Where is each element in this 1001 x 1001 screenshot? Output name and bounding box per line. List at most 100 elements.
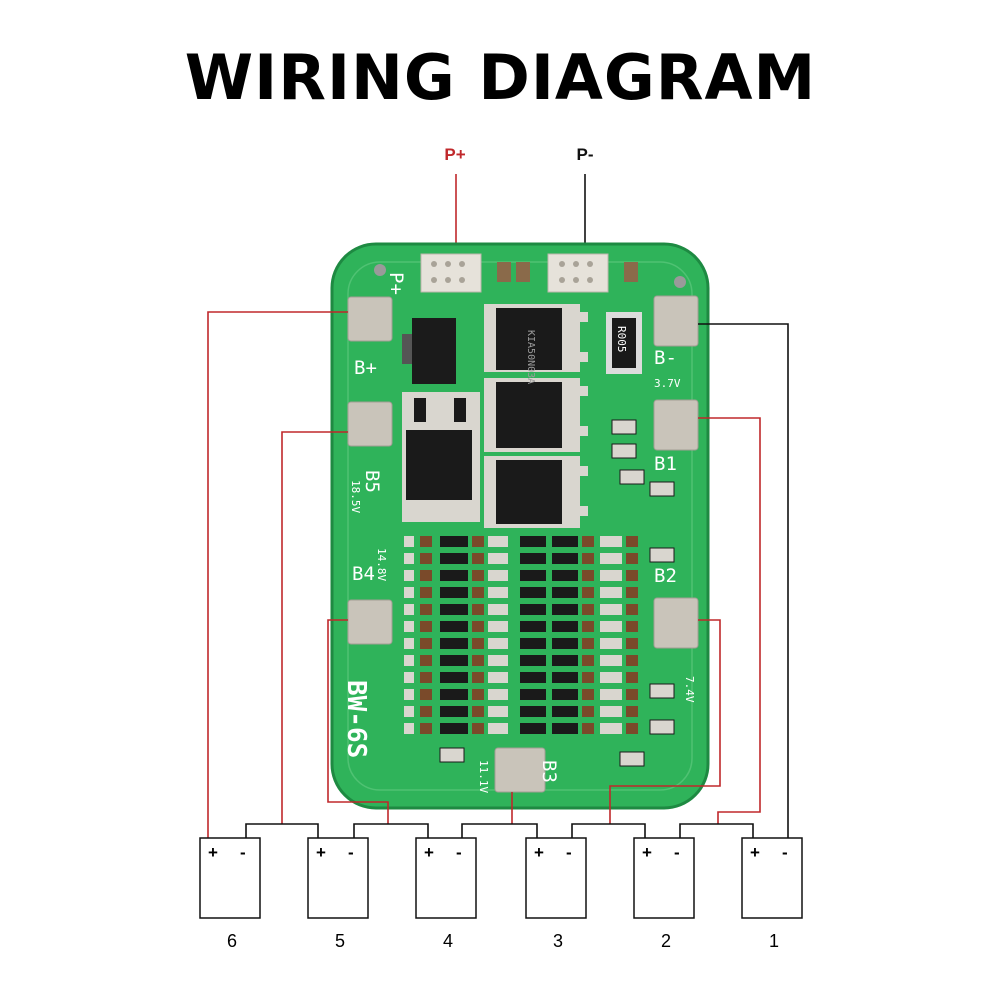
pad-b2 [653,597,699,649]
smd-component [626,553,638,564]
mosfet-4 [402,392,480,522]
smd-component [619,751,645,767]
wire-b-plus [207,311,348,838]
smd-component [404,621,414,632]
smd-component [488,706,508,717]
voltage-b4: 14.8V [375,548,388,581]
smd-component [488,655,508,666]
smd-component [626,604,638,615]
p-plus-label: P+ [444,145,465,164]
silk-b5: B5 [361,470,383,493]
voltage-b3: 11.1V [477,760,490,793]
battery-cell: +-5 [307,837,369,951]
smd-component [611,419,637,435]
cell-number: 1 [769,931,779,951]
smd-component [520,587,546,598]
smd-component [626,689,638,700]
cell-minus-sign: - [348,843,354,862]
smd-component [488,672,508,683]
smd-component [552,604,578,615]
cell-number: 3 [553,931,563,951]
mosfet-2 [484,378,588,452]
cell-minus-sign: - [456,843,462,862]
smd-component [582,553,594,564]
sense-resistor: R005 [606,312,642,374]
pad-b4 [347,599,393,645]
cell-number: 4 [443,931,453,951]
smd-component [420,689,432,700]
smd-component [600,706,622,717]
wiring [207,311,789,838]
smd-component [626,587,638,598]
smd-component [472,587,484,598]
pad-b-minus [653,295,699,347]
smd-component [520,638,546,649]
smd-component [582,621,594,632]
wire-b4 [327,619,389,824]
smd-component [520,553,546,564]
cell-minus-sign: - [782,843,788,862]
smd-component [472,723,484,734]
smd-component [420,536,432,547]
smd-component [611,443,637,459]
smd-component [472,553,484,564]
smd-component [420,604,432,615]
cell-minus-sign: - [674,843,680,862]
cell-minus-sign: - [566,843,572,862]
smd-component [600,621,622,632]
smd-component [600,570,622,581]
smd-component [439,747,465,763]
smd-component [440,655,468,666]
battery-cell: +-2 [633,837,695,951]
smd-component [472,621,484,632]
smd-component [440,723,468,734]
smd-component [488,587,508,598]
smd-component [649,547,675,563]
smd-component [626,723,638,734]
smd-component [582,723,594,734]
voltage-b1: 3.7V [654,377,681,390]
board-model: BW-6S [341,680,371,758]
smd-component [440,570,468,581]
voltage-b2: 7.4V [683,676,696,703]
smd-component [420,723,432,734]
smd-component [552,672,578,683]
smd-component [520,672,546,683]
smd-component [582,570,594,581]
smd-component [582,536,594,547]
svg-text:R005: R005 [615,326,628,353]
smd-component [600,672,622,683]
battery-cell: +-3 [525,837,587,951]
smd-component [552,723,578,734]
smd-component [626,655,638,666]
smd-component [404,553,414,564]
smd-component [552,553,578,564]
smd-component [440,536,468,547]
cell-plus-sign: + [424,843,434,862]
diagram-title: WIRING DIAGRAM [184,41,817,114]
bms-board: P+ B+ B5 B4 B- B1 B2 B3 18.5V 14.8V 11.1… [330,242,710,810]
smd-component [488,723,508,734]
smd-component [626,621,638,632]
silk-b3: B3 [538,760,560,783]
mosfet-3 [484,456,588,528]
smd-component [472,706,484,717]
mosfet-marking: KIA50N03A [525,330,536,384]
smd-component [520,706,546,717]
wire-b-minus [698,323,789,838]
smd-component [600,604,622,615]
smd-component [626,536,638,547]
smd-component [488,621,508,632]
battery-cell: + - 4 [415,837,477,951]
wire-b5 [281,431,348,824]
smd-component [420,553,432,564]
silk-b-plus: B+ [354,357,377,379]
cell-body [307,837,369,919]
p-plus-header [420,253,482,293]
cell-body [525,837,587,919]
smd-component [404,723,414,734]
silk-b1: B1 [654,453,677,475]
voltage-b5: 18.5V [349,480,362,513]
wire-b1 [698,417,761,824]
